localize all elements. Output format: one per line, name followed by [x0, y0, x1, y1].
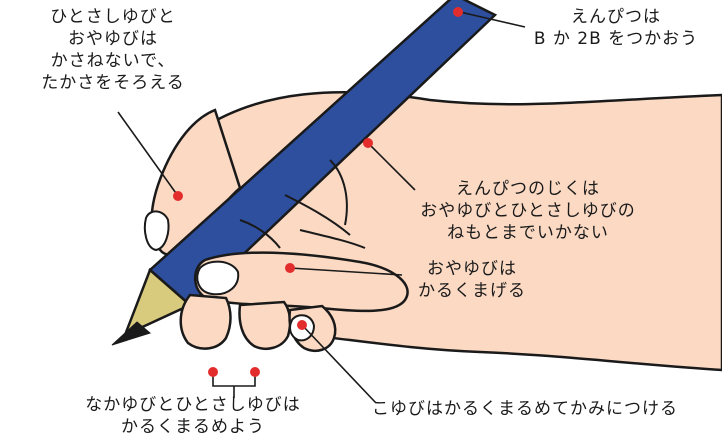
- label-pencil-grade-line: B か 2B をつかおう: [518, 28, 714, 50]
- dot-middle: [208, 367, 218, 377]
- label-index-finger-line: たかさをそろえる: [14, 72, 212, 94]
- dot-pinky: [297, 320, 307, 330]
- index-fingernail: [145, 211, 169, 250]
- label-thumb-line: おやゆびは: [392, 258, 552, 280]
- leader-index: [118, 112, 178, 196]
- label-pinky: こゆびはかるくまるめてかみにつける: [372, 398, 718, 420]
- label-pinky-line: こゆびはかるくまるめてかみにつける: [372, 398, 718, 420]
- dot-pencil-grade: [453, 7, 463, 17]
- label-index-finger-line: おやゆびは: [14, 28, 212, 50]
- dot-thumb: [285, 263, 295, 273]
- label-index-finger: ひとさしゆびと おやゆびは かさねないで、 たかさをそろえる: [14, 6, 212, 94]
- dot-ring: [250, 367, 260, 377]
- thumbnail: [197, 262, 238, 295]
- label-thumb: おやゆびは かるくまげる: [392, 258, 552, 302]
- label-thumb-line: かるくまげる: [392, 280, 552, 302]
- label-middle-ring-line: かるくまるめよう: [58, 416, 328, 438]
- middle-finger: [181, 295, 231, 349]
- label-pencil-shaft-line: ねもとまでいかない: [378, 222, 678, 244]
- label-middle-ring: なかゆびとひとさしゆびは かるくまるめよう: [58, 394, 328, 438]
- dot-pencil-shaft: [363, 138, 373, 148]
- label-pencil-shaft: えんぴつのじくは おやゆびとひとさしゆびの ねもとまでいかない: [378, 178, 678, 244]
- label-middle-ring-line: なかゆびとひとさしゆびは: [58, 394, 328, 416]
- ring-finger: [240, 302, 291, 349]
- label-pencil-shaft-line: えんぴつのじくは: [378, 178, 678, 200]
- dot-index: [173, 191, 183, 201]
- label-index-finger-line: ひとさしゆびと: [14, 6, 212, 28]
- label-pencil-grade: えんぴつは B か 2B をつかおう: [518, 6, 714, 50]
- label-pencil-shaft-line: おやゆびとひとさしゆびの: [378, 200, 678, 222]
- label-pencil-grade-line: えんぴつは: [518, 6, 714, 28]
- label-index-finger-line: かさねないで、: [14, 50, 212, 72]
